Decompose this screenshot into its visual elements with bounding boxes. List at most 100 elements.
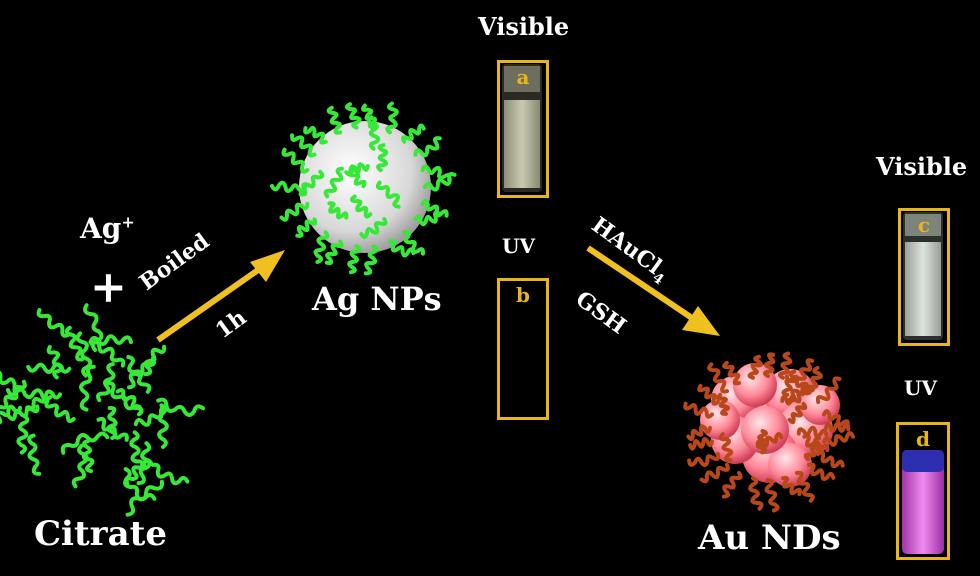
vial-d-frame: d	[896, 422, 950, 560]
ag-ion-label: Ag+	[80, 212, 135, 245]
molecule-strand	[375, 180, 401, 209]
molecule-strand	[755, 431, 784, 449]
molecule-strand	[699, 462, 730, 484]
molecule-strand	[747, 354, 763, 380]
molecule-strand	[687, 452, 721, 468]
molecule-strand	[715, 392, 731, 416]
molecule-strand	[295, 217, 318, 238]
molecule-strand	[815, 376, 842, 404]
molecule-strand	[816, 450, 845, 469]
molecule-strand	[722, 360, 741, 386]
molecule-strand	[402, 229, 426, 256]
molecule-strand	[327, 201, 349, 220]
molecule-strand	[363, 244, 379, 276]
molecule-strand	[413, 210, 442, 227]
ag-ion-charge: +	[121, 212, 135, 232]
molecule-strand	[96, 362, 116, 403]
molecule-strand	[777, 351, 793, 380]
molecule-strand	[290, 133, 317, 158]
uv-label-middle: UV	[502, 234, 535, 258]
molecule-strand	[16, 413, 30, 455]
molecule-strand	[106, 405, 118, 440]
molecule-strand	[802, 434, 830, 453]
molecule-strand	[143, 344, 167, 377]
molecule-strand	[807, 462, 836, 482]
molecule-strand	[688, 437, 714, 451]
molecule-strand	[822, 431, 855, 447]
molecule-strand	[683, 401, 714, 419]
molecule-strand	[344, 162, 370, 177]
molecule-strand	[125, 479, 165, 517]
vial-a-letter: a	[516, 65, 530, 89]
molecule-strand	[79, 364, 96, 412]
molecule-strand	[762, 352, 776, 378]
molecule-strand	[150, 462, 190, 486]
molecule-strand	[81, 438, 95, 474]
molecule-strand	[787, 402, 808, 425]
molecule-strand	[313, 230, 330, 264]
molecule-strand	[46, 345, 64, 380]
vial-a-frame: a	[497, 60, 549, 198]
vial-d-photo	[902, 450, 944, 554]
molecule-strand	[780, 391, 805, 406]
vial-b-letter: b	[516, 283, 530, 307]
molecule-strand	[75, 331, 93, 378]
molecule-strand	[748, 476, 764, 511]
molecule-strand	[795, 470, 815, 503]
citrate-label: Citrate	[34, 514, 167, 554]
molecule-strand	[303, 125, 328, 145]
molecule-strand	[413, 136, 442, 158]
molecule-strand	[298, 169, 325, 197]
vial-b-frame: b	[497, 278, 549, 420]
ag-nanoparticle-icon	[270, 101, 457, 276]
molecule-strand	[376, 143, 389, 173]
molecule-strand	[420, 199, 449, 218]
molecule-strand	[88, 334, 133, 346]
molecule-strand	[124, 458, 153, 486]
molecule-strand	[44, 399, 76, 424]
molecule-strand	[129, 430, 145, 470]
molecule-strand	[697, 383, 720, 406]
molecule-strand	[764, 478, 780, 513]
molecule-strand	[90, 340, 126, 368]
citrate-molecules-icon	[0, 303, 205, 517]
molecule-strand	[279, 201, 310, 222]
molecule-strand	[781, 476, 803, 497]
molecule-strand	[96, 416, 129, 442]
molecule-strand	[349, 194, 373, 219]
molecule-strand	[385, 101, 399, 135]
molecule-strand	[270, 180, 307, 194]
molecule-strand	[0, 371, 24, 391]
vial-c-letter: c	[917, 213, 931, 237]
molecule-strand	[785, 374, 812, 396]
molecule-strand	[401, 123, 426, 144]
plus-sign: +	[90, 262, 127, 313]
molecule-strand	[64, 325, 85, 362]
molecule-strand	[0, 404, 22, 425]
molecule-strand	[323, 166, 344, 199]
molecule-strand	[781, 369, 798, 397]
molecule-strand	[127, 356, 156, 390]
boiled-arrow-icon	[156, 250, 285, 343]
molecule-strand	[156, 397, 205, 417]
molecule-strand	[721, 471, 743, 499]
molecule-strand	[366, 115, 381, 151]
molecule-strand	[26, 362, 72, 374]
molecule-strand	[718, 432, 734, 463]
vial-c-photo	[903, 212, 943, 340]
molecule-strand	[115, 387, 144, 417]
molecule-strand	[326, 105, 343, 135]
molecule-strand	[707, 362, 729, 394]
reduction-arrow-icon	[586, 245, 720, 336]
molecule-strand	[133, 405, 170, 427]
ag-nps-label: Ag NPs	[312, 280, 442, 318]
au-nds-label: Au NDs	[698, 518, 841, 558]
molecule-strand	[822, 409, 850, 428]
molecule-strand	[420, 164, 452, 182]
molecule-strand	[347, 244, 362, 275]
molecule-strand	[805, 365, 823, 394]
molecule-strand	[324, 239, 344, 266]
vial-c-frame: c	[898, 208, 950, 346]
